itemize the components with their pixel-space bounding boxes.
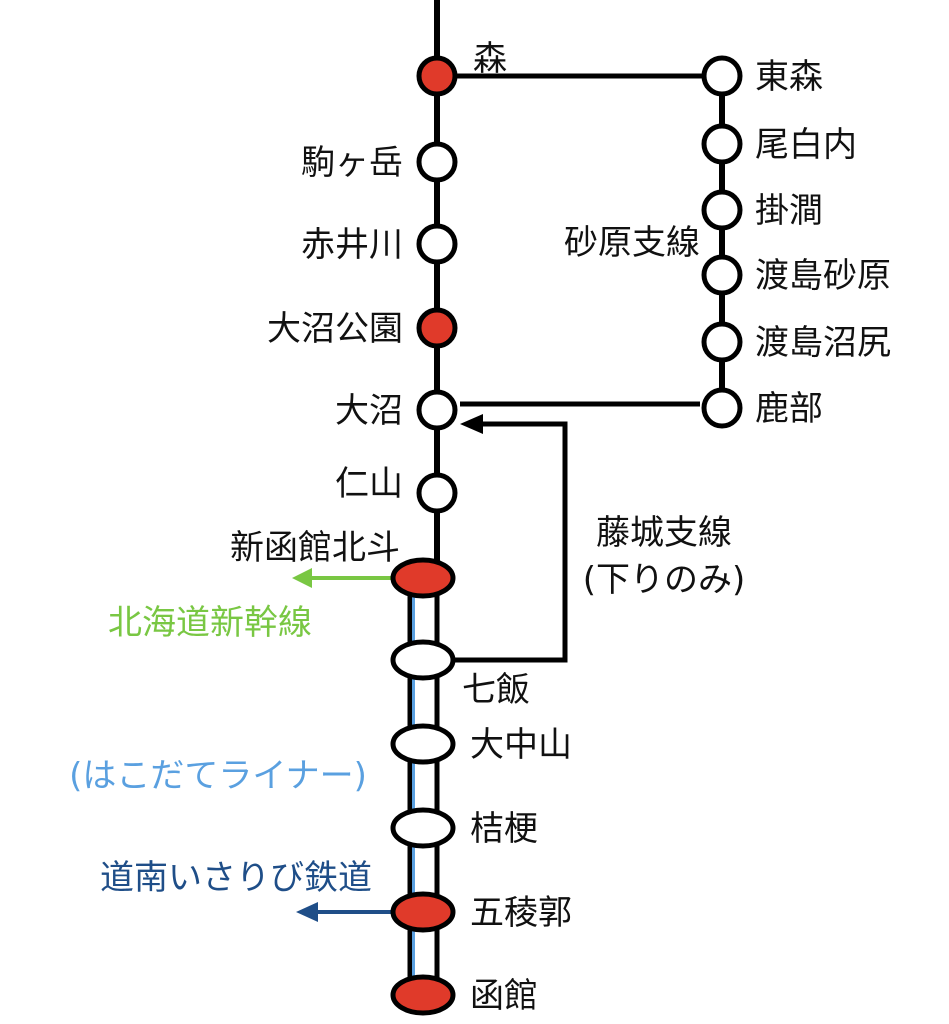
label-shikabe: 鹿部	[755, 389, 823, 429]
label-fujishiro-branch: 藤城支線	[596, 513, 732, 553]
station-nanae	[390, 639, 456, 681]
station-komagatake	[416, 141, 458, 183]
station-goryokaku	[390, 891, 456, 933]
label-oshimanumajiri: 渡島沼尻	[755, 323, 891, 363]
shinkansen-arrowhead	[292, 568, 312, 588]
label-komagatake: 駒ヶ岳	[301, 143, 403, 183]
label-shinhakodatehokuto: 新函館北斗	[230, 528, 400, 568]
label-hakodate: 函館	[470, 976, 538, 1016]
label-shinkansen: 北海道新幹線	[108, 603, 312, 643]
label-donan-isaribi: 道南いさりび鉄道	[100, 858, 372, 898]
label-higashimori: 東森	[755, 57, 823, 97]
station-onakayama	[390, 723, 456, 765]
label-oshimasawara: 渡島砂原	[755, 256, 891, 296]
station-oshironai	[701, 123, 743, 165]
donan-isaribi-arrowhead	[296, 902, 318, 922]
station-oshimanumajiri	[701, 321, 743, 363]
fujishiro-arrowhead	[460, 414, 483, 434]
label-nanae: 七飯	[462, 670, 530, 710]
station-onuma	[416, 389, 458, 431]
label-onumakoen: 大沼公園	[267, 309, 403, 349]
label-sawara-branch: 砂原支線	[564, 223, 700, 263]
station-akaigawa	[416, 223, 458, 265]
station-kakema	[701, 189, 743, 231]
label-mori: 森	[473, 39, 507, 79]
label-goryokaku: 五稜郭	[470, 893, 572, 933]
station-kikyo	[390, 807, 456, 849]
station-nikoyama	[416, 472, 458, 514]
fujishiro-line	[455, 421, 568, 663]
station-shinhakodatehokuto	[390, 557, 456, 599]
station-shikabe	[701, 387, 743, 429]
label-kikyo: 桔梗	[470, 809, 538, 849]
label-akaigawa: 赤井川	[301, 225, 403, 265]
label-kakema: 掛澗	[755, 191, 823, 231]
station-oshimasawara	[701, 254, 743, 296]
station-onumakoen	[416, 307, 458, 349]
label-oshironai: 尾白内	[755, 125, 857, 165]
label-fujishiro-note: (下りのみ)	[583, 560, 746, 600]
station-mori	[416, 55, 458, 97]
label-onuma: 大沼	[335, 391, 403, 431]
station-hakodate	[390, 974, 456, 1016]
label-hakodate-liner: (はこだてライナー)	[69, 756, 367, 796]
station-higashimori	[701, 55, 743, 97]
label-onakayama: 大中山	[470, 725, 572, 765]
label-nikoyama: 仁山	[335, 464, 403, 504]
